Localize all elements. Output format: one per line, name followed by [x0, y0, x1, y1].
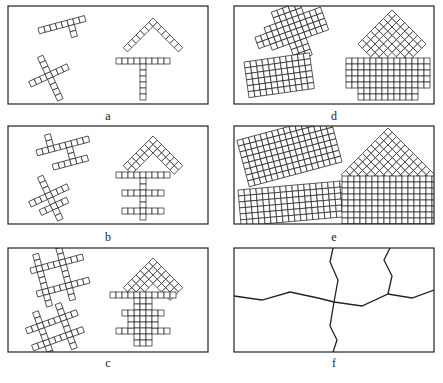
- panel-letter: e: [331, 231, 336, 243]
- crystal-cells: [110, 292, 176, 346]
- crystal-cells: [358, 10, 426, 78]
- crystal-cells: [346, 58, 430, 100]
- panel-frames: [8, 6, 434, 352]
- panel-letter: d: [331, 110, 337, 122]
- crystal-cells: [116, 172, 170, 220]
- crystal-cells: [33, 126, 94, 173]
- crystal-cells: [38, 16, 89, 46]
- panel-letter: f: [332, 357, 336, 369]
- crystal-cells: [238, 180, 355, 224]
- crystal-cells: [21, 168, 79, 224]
- crystal-cells: [21, 298, 88, 352]
- crystal-cells: [123, 136, 182, 195]
- panel-letter: a: [105, 110, 110, 122]
- panel-letter: c: [105, 357, 110, 369]
- crystal-cells: [123, 258, 182, 317]
- crystal-cells: [249, 6, 335, 71]
- crystal-cells: [341, 128, 434, 221]
- panel-e-crystals: [237, 126, 434, 224]
- crystal-cells: [123, 18, 182, 77]
- crystal-cells: [21, 48, 79, 104]
- crystal-cells: [116, 58, 170, 100]
- panel-letter: b: [105, 231, 111, 243]
- crystal-cells: [342, 176, 434, 224]
- crystal-cells: [237, 126, 342, 187]
- crystal-cells: [244, 53, 314, 98]
- panel-f-grains: [234, 248, 434, 352]
- panel-c-dendrites: [21, 248, 182, 352]
- panel-b-dendrites: [21, 126, 183, 224]
- panel-a-nuclei: [21, 16, 183, 104]
- crystal-cells: [27, 248, 93, 309]
- panel-d-crystals: [244, 6, 430, 100]
